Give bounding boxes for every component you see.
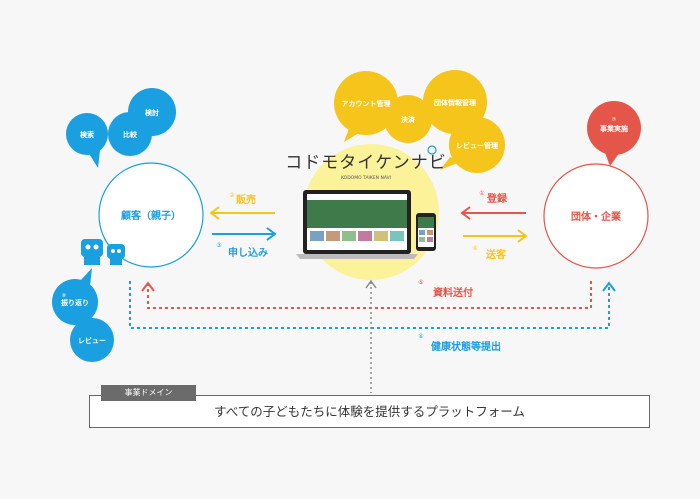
customer-bubbles: [66, 88, 176, 168]
domain-tag: 事業ドメイン: [101, 385, 196, 401]
bubble-account: アカウント管理: [342, 99, 391, 108]
bubble-search: 検索: [80, 130, 94, 139]
bubble-implement: 事業実施: [600, 124, 628, 133]
bubble-review-mgmt: レビュー管理: [456, 141, 498, 150]
bubble-reflection: 振り返り: [61, 298, 89, 307]
health-num: ⑥: [418, 333, 423, 340]
robot-icon: [81, 239, 125, 265]
organization-circle: [543, 163, 649, 269]
materials-num: ⑤: [418, 279, 423, 286]
register-arrow: [460, 206, 526, 220]
sales-arrow: [209, 206, 275, 220]
feedback-bubbles: [52, 268, 114, 362]
platform-bubbles: [334, 70, 505, 173]
send-arrow: [463, 229, 528, 243]
laptop-image: [296, 190, 418, 259]
health-label: 健康状態等提出: [431, 340, 501, 353]
materials-flow: [147, 281, 592, 309]
customer-circle: [98, 162, 204, 268]
bubble-payment: 決済: [401, 115, 416, 124]
customer-label: 顧客（親子）: [121, 209, 181, 222]
register-num: ①: [479, 190, 484, 197]
send-num: ④: [472, 245, 477, 252]
bubble-consider: 検討: [145, 108, 159, 117]
logo: コドモタイケンナビ: [285, 153, 447, 173]
organization-bubble: [587, 101, 641, 166]
sales-num: ②: [229, 192, 235, 199]
bubble-review: レビュー: [78, 336, 106, 345]
domain-text: すべての子どもたちに体験を提供するプラットフォーム: [214, 404, 525, 419]
implement-num: ⑦: [612, 117, 617, 123]
apply-num: ③: [216, 242, 221, 249]
bubble-compare: 比較: [123, 130, 138, 139]
apply-label: 申し込み: [228, 246, 268, 259]
review-num: ⑧: [62, 293, 67, 299]
send-label: 送客: [485, 248, 507, 261]
apply-arrow: [212, 227, 277, 241]
phone-image: [416, 213, 436, 251]
materials-label: 資料送付: [433, 286, 473, 299]
organization-label: 団体・企業: [571, 210, 622, 223]
sales-label: 販売: [236, 193, 256, 206]
logo-subtext: KODOMO TAIKEN NAVI: [341, 175, 391, 181]
health-flow: [129, 281, 610, 329]
register-label: 登録: [486, 192, 508, 205]
bubble-org-info: 団体情報管理: [434, 98, 476, 107]
